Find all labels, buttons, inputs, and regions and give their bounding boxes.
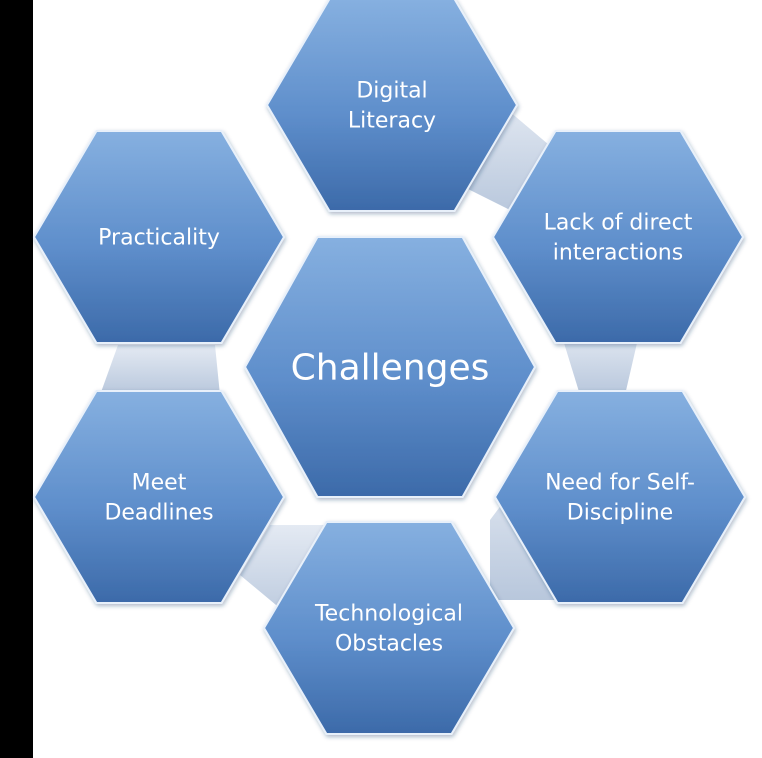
connector-lack-to-need — [560, 330, 640, 395]
hex-center-challenges-shape — [243, 236, 537, 498]
hex-digital-literacy-label-line: Literacy — [348, 109, 436, 134]
hex-practicality-label-line: Practicality — [98, 226, 220, 251]
hex-lack-of-direct-interactions-label-line: interactions — [553, 241, 683, 266]
hex-meet-deadlines-label-line: Deadlines — [104, 501, 213, 526]
hex-lack-of-direct-interactions-label-line: Lack of direct — [544, 211, 693, 236]
hex-center-challenges: Challenges — [243, 236, 537, 498]
hex-practicality-shape — [32, 130, 286, 344]
left-black-bar — [0, 0, 33, 758]
hex-technological-obstacles-shape — [262, 521, 516, 735]
hex-digital-literacy-label-line: Digital — [356, 79, 427, 104]
hex-lack-of-direct-interactions-shape — [491, 130, 745, 344]
hex-meet-deadlines-label-line: Meet — [132, 471, 187, 496]
connector-meet-to-practicality — [100, 345, 220, 395]
hex-meet-deadlines-shape — [32, 390, 286, 604]
hex-center-challenges-label-line: Challenges — [291, 348, 490, 389]
hex-lack-of-direct-interactions: Lack of direct interactions — [491, 130, 745, 344]
hex-technological-obstacles-label-line: Obstacles — [335, 632, 443, 657]
hex-need-for-self-discipline: Need for Self- Discipline — [493, 390, 747, 604]
hex-technological-obstacles-label-line: Technological — [314, 602, 463, 627]
hex-need-for-self-discipline-label-line: Need for Self- — [545, 471, 695, 496]
hex-need-for-self-discipline-label-line: Discipline — [567, 501, 673, 526]
hex-need-for-self-discipline-shape — [493, 390, 747, 604]
hex-digital-literacy-shape — [265, 0, 519, 212]
hex-practicality: Practicality — [32, 130, 286, 344]
